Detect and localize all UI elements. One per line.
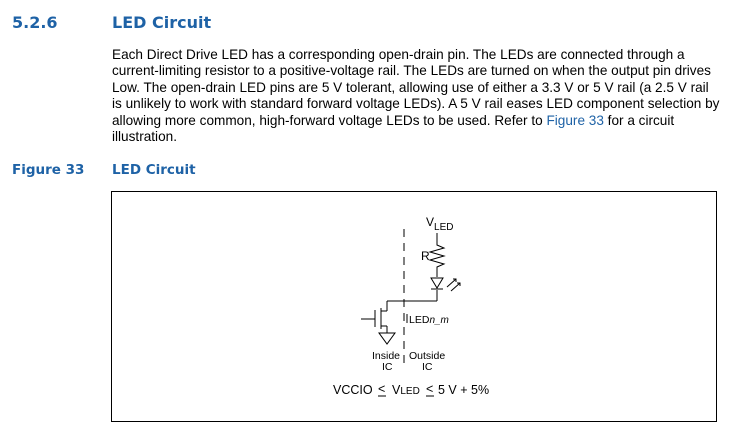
- resistor-symbol: [428, 233, 446, 277]
- led-symbol: [430, 277, 444, 289]
- vled-eq-label: VLED: [392, 383, 420, 397]
- resistor-label: R: [421, 249, 430, 263]
- vccio-label: VCCIO: [333, 383, 373, 397]
- ground-symbol: [378, 332, 396, 345]
- inside-label: Inside: [372, 350, 400, 362]
- le-symbol-1: <: [378, 382, 385, 396]
- figure-title: LED Circuit: [112, 162, 196, 178]
- voltage-limit-label: 5 V + 5%: [438, 383, 489, 397]
- section-title: LED Circuit: [112, 13, 212, 32]
- figure-frame: VLED R LEDn_m Inside IC Outside IC VCCIO…: [111, 191, 717, 422]
- pin-label: LEDn_m: [409, 314, 449, 326]
- paragraph-text-end: for a circuit illustration.: [112, 112, 675, 145]
- le-symbol-2: <: [426, 382, 433, 396]
- led-circuit-diagram: VLED R LEDn_m Inside IC Outside IC VCCIO…: [333, 215, 489, 397]
- outside-ic-label: IC: [422, 361, 433, 373]
- inside-ic-label: IC: [382, 361, 393, 373]
- figure-number: Figure 33: [12, 162, 85, 178]
- section-number: 5.2.6: [12, 13, 58, 32]
- figure-33-link[interactable]: Figure 33: [546, 112, 604, 128]
- vled-label: VLED: [426, 215, 453, 233]
- outside-label: Outside: [409, 350, 445, 362]
- led-emission-arrow: [446, 278, 457, 288]
- body-paragraph: Each Direct Drive LED has a correspondin…: [112, 47, 720, 145]
- paragraph-text: Each Direct Drive LED has a correspondin…: [112, 47, 720, 128]
